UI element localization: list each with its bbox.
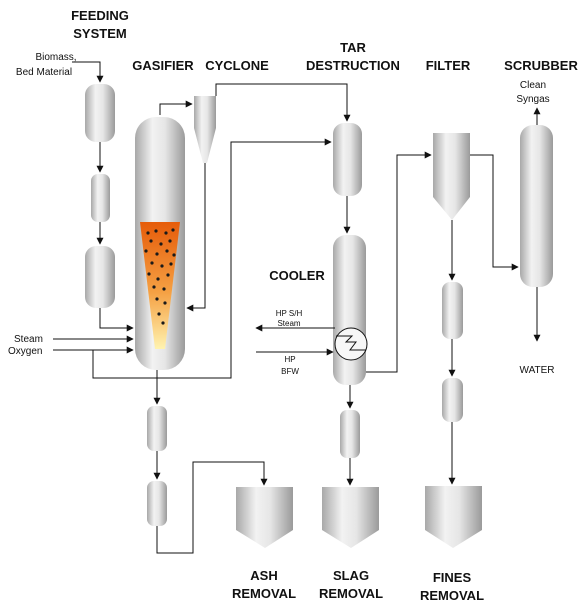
ash-removal-title-1: ASH [250,568,277,583]
slag-lockhopper [340,410,360,458]
hp-steam-label-1: HP S/H [276,309,303,318]
scrubber-title: SCRUBBER [504,58,578,73]
tar-destruction-vessel [333,123,362,196]
cooler-to-filter-line [366,151,432,373]
ash-removal-title-2: REMOVAL [232,586,296,601]
biomass-feed-line [72,61,104,83]
filter-title: FILTER [426,58,471,73]
recycle-to-tar-line [92,138,332,379]
biomass-label-2: Bed Material [16,67,72,78]
gasifier-to-cyclone-line [159,100,193,115]
heat-exchanger-icon [334,327,368,361]
feed-hopper-2 [91,174,110,222]
feeding-system-title-2: SYSTEM [73,26,126,41]
steam-label: Steam [14,334,43,345]
clean-syngas-label-1: Clean [520,80,546,91]
cooler-title: COOLER [269,268,325,283]
feeding-system-title-1: FEEDING [71,8,129,23]
clean-syngas-label-2: Syngas [516,94,549,105]
hp-bfw-label-1: HP [284,355,295,364]
fines-removal-title-1: FINES [433,570,472,585]
tar-destruction-title-1: TAR [340,40,366,55]
flow-lines [53,61,541,554]
cyclone-to-tar-line [215,83,351,122]
gasifier-title: GASIFIER [132,58,194,73]
oxygen-label: Oxygen [8,346,42,357]
char-particles [144,228,176,325]
ash-lockhopper-2 [147,481,167,526]
water-label: WATER [520,365,555,376]
fines-removal-bin [425,486,482,548]
fines-removal-title-2: REMOVAL [420,588,484,603]
slag-removal-bin [322,487,379,548]
cyclone-return-line [186,163,206,312]
fines-lockhopper-2 [442,378,463,422]
feed-to-gasifier-line [99,308,134,332]
filter-to-scrubber-line [470,154,519,271]
cooler-vessel [333,235,366,385]
feed-hopper-3 [85,246,115,308]
ash-removal-bin [236,487,293,548]
tar-destruction-title-2: DESTRUCTION [306,58,400,73]
hp-bfw-label-2: BFW [281,367,299,376]
slag-removal-title-1: SLAG [333,568,369,583]
biomass-label-1: Biomass, [35,52,76,63]
slag-removal-title-2: REMOVAL [319,586,383,601]
gasifier-flame-zone [140,222,180,349]
filter-vessel [433,133,470,220]
cyclone-title: CYCLONE [205,58,269,73]
scrubber-vessel [520,125,553,287]
ash-to-bin-line [156,461,268,554]
fines-lockhopper-1 [442,282,463,339]
cyclone-vessel [194,96,216,163]
ash-lockhopper-1 [147,406,167,451]
hp-steam-label-2: Steam [277,319,300,328]
feed-hopper-1 [85,84,115,142]
